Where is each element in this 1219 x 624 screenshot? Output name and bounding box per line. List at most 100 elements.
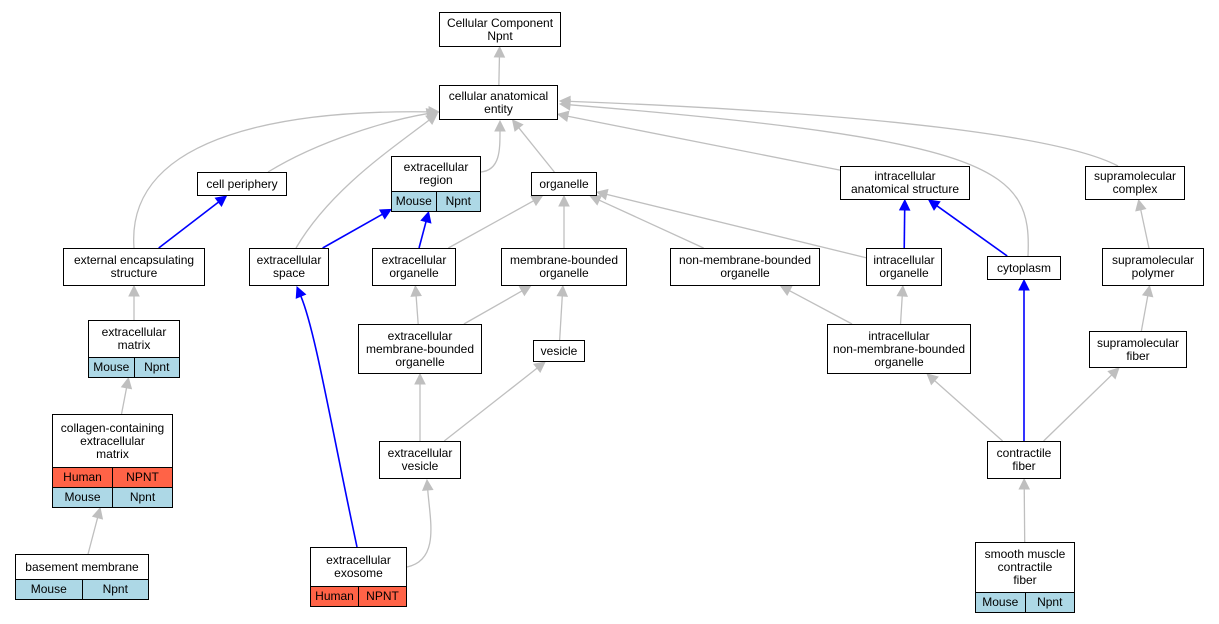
- edge-is-a: [267, 113, 428, 173]
- term-label-line: extracellular: [326, 553, 391, 567]
- species-cell: Mouse: [93, 360, 130, 374]
- term-label-line: cellular anatomical: [448, 88, 549, 103]
- term-label-line: organelle: [389, 266, 439, 280]
- edge-is-a: [120, 387, 128, 415]
- edge-is-a: [518, 127, 555, 173]
- term-label-line: organelle: [395, 354, 445, 369]
- edge-is-a: [569, 100, 1119, 167]
- term-label-line: fiber: [1012, 459, 1036, 473]
- term-label-line: organelle: [874, 354, 924, 369]
- term-label-line: space: [272, 266, 306, 280]
- term-label-line: membrane-bounded: [509, 253, 619, 267]
- gene-cell: NPNT: [112, 468, 172, 487]
- term-label-line: extracellular: [101, 325, 167, 339]
- term-label-line: intracellular: [873, 253, 935, 267]
- term-label-line: extracellular: [381, 253, 447, 267]
- term-label: vesicle: [534, 341, 584, 361]
- gene-cell: Npnt: [133, 358, 180, 377]
- arrowhead-icon: [421, 478, 434, 491]
- term-label-line: extracellular: [80, 433, 145, 448]
- edge-is-a: [415, 295, 419, 325]
- term-label-line: region: [419, 173, 453, 187]
- edge-is-a: [569, 104, 1029, 257]
- arrowhead-icon: [1135, 198, 1147, 212]
- edge-part-of: [300, 295, 358, 548]
- arrowhead-icon: [556, 284, 569, 297]
- annotation-row-human: Human NPNT: [53, 467, 172, 487]
- edge-is-a: [448, 200, 534, 249]
- arrowhead-icon: [379, 208, 392, 220]
- arrowhead-icon: [530, 195, 544, 207]
- edge-is-a: [133, 111, 430, 249]
- term-node-vesicle[interactable]: vesicle: [533, 340, 585, 362]
- term-node-organelle[interactable]: organelle: [531, 172, 597, 196]
- term-label-line: non-membrane-bounded: [832, 341, 966, 356]
- term-label-line: supramolecular: [1096, 335, 1180, 350]
- species-cell: Mouse: [64, 490, 101, 504]
- arrowhead-icon: [558, 99, 571, 111]
- term-node-cell-periphery[interactable]: cell periphery: [197, 172, 287, 196]
- term-label-line: anatomical structure: [850, 182, 960, 196]
- arrowhead-icon: [1018, 278, 1030, 291]
- term-label-line: polymer: [1131, 266, 1175, 280]
- term-label-line: external encapsulating: [73, 253, 195, 267]
- term-label-line: supramolecular: [1093, 169, 1177, 183]
- arrowhead-icon: [1141, 284, 1154, 298]
- arrowhead-icon: [493, 45, 506, 58]
- term-label-line: Npnt: [487, 28, 513, 43]
- edge-is-a: [295, 119, 430, 249]
- arrowhead-icon: [410, 284, 422, 297]
- term-label-line: exosome: [334, 566, 383, 580]
- species-cell: Mouse: [30, 582, 67, 596]
- arrowhead-icon: [779, 285, 793, 297]
- term-label-line: cytoplasm: [996, 260, 1052, 275]
- edge-part-of: [158, 201, 219, 249]
- term-label-line: extracellular: [403, 160, 469, 174]
- gene-cell: Npnt: [435, 192, 481, 211]
- arrowhead-icon: [1107, 367, 1120, 380]
- term-label-line: non-membrane-bounded: [678, 253, 812, 267]
- term-node-cytoplasm[interactable]: cytoplasm: [987, 256, 1061, 280]
- edge-is-a: [1043, 374, 1113, 442]
- species-cell: Human: [63, 470, 102, 484]
- arrowhead-icon: [214, 195, 228, 208]
- arrowhead-icon: [295, 285, 307, 299]
